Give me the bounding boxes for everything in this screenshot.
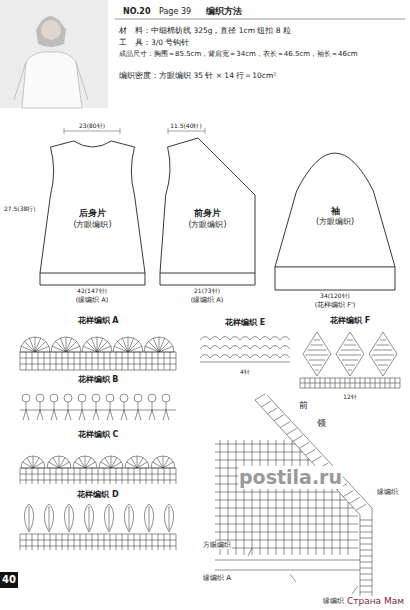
pattern-label: (缘编织 A) xyxy=(75,297,110,305)
pattern-label: 缘编织 A xyxy=(202,574,232,582)
garment-piece: 后身片(方眼编织) xyxy=(40,135,145,285)
pattern-label: 42(147针) xyxy=(76,287,108,294)
stitch-symbols xyxy=(200,362,290,363)
garment-piece: 袖(方眼编织) xyxy=(275,125,395,290)
stitch-symbols xyxy=(300,378,400,388)
pattern-label: 34(120针) xyxy=(319,292,351,299)
stitch-symbols xyxy=(124,504,133,532)
stitch-symbols xyxy=(36,394,44,420)
pattern-label: 21(73针) xyxy=(193,287,221,294)
stitch-symbols xyxy=(20,534,176,550)
pattern-label: 27.5(38行) xyxy=(3,205,37,212)
stitch-name: (方眼编织) xyxy=(315,217,355,227)
stitch-symbols xyxy=(47,456,71,468)
stitch-symbols xyxy=(162,394,170,420)
stitch-symbols xyxy=(125,456,149,468)
stitch-symbols xyxy=(200,346,290,350)
stitch-symbols xyxy=(24,504,33,532)
pattern-label: 花样编织 C xyxy=(77,430,120,440)
stitch-name: (方眼编织) xyxy=(187,220,227,230)
pattern-label: 11.5(40针) xyxy=(169,122,203,129)
header-text: NO.20 xyxy=(122,7,152,17)
pattern-label: 花样编织 A xyxy=(77,316,120,326)
pattern-label: 12针 xyxy=(342,393,358,400)
stitch-symbols xyxy=(22,394,30,420)
stitch-symbols xyxy=(200,337,290,341)
pattern-label: 缘编织 xyxy=(322,597,345,605)
stitch-symbols xyxy=(20,352,176,370)
header-text: 材 料：中细棉纺线 325g，直径 1cm 纽扣 8 粒 xyxy=(118,26,406,35)
stitch-symbols xyxy=(215,440,358,555)
stitch-symbols xyxy=(44,504,53,532)
stitch-symbols xyxy=(336,332,364,376)
stitch-symbols xyxy=(84,504,93,532)
watermark: postila.ru xyxy=(238,466,343,489)
stitch-symbols xyxy=(64,394,72,420)
pattern-label: 花样编织 D xyxy=(76,490,119,500)
pattern-label: 方眼编织 xyxy=(202,541,232,549)
stitch-symbols xyxy=(120,394,128,420)
pattern-label: 4针 xyxy=(239,368,251,375)
stitch-symbols xyxy=(148,394,156,420)
stitch-symbols xyxy=(21,456,45,468)
stitch-symbols xyxy=(20,337,50,352)
piece-name: 袖 xyxy=(330,206,341,217)
pattern-label: 前 xyxy=(298,400,309,411)
piece-name: 前身片 xyxy=(193,208,222,219)
pattern-label: 领 xyxy=(316,418,327,429)
garment-piece: 前身片(方眼编织) xyxy=(160,135,255,285)
stitch-symbols xyxy=(99,456,123,468)
stitch-symbols xyxy=(64,504,73,532)
watermark: 40 xyxy=(0,572,18,588)
stitch-symbols xyxy=(369,332,397,376)
header-text: 编织密度：方眼编织 35 针 × 14 行＝10cm² xyxy=(118,71,406,80)
header-text: 工 具：3/0 号钩针 xyxy=(118,38,406,47)
piece-name: 后身片 xyxy=(78,208,107,219)
header-text: 成品尺寸：胸围＝85.5cm，背肩宽＝34cm，衣长＝46.5cm，袖长＝46c… xyxy=(118,50,408,58)
pattern-label: 花样编织 E xyxy=(224,318,266,328)
stitch-symbols xyxy=(104,504,113,532)
stitch-symbols xyxy=(144,337,174,352)
stitch-symbols xyxy=(106,394,114,420)
stitch-symbols xyxy=(151,456,175,468)
stitch-symbols xyxy=(255,395,372,596)
stitch-name: (方眼编织) xyxy=(72,220,112,230)
stitch-symbols xyxy=(113,337,143,352)
pattern-label: 花样编织 B xyxy=(77,375,120,385)
stitch-symbols xyxy=(73,456,97,468)
header-text: 编织方法 xyxy=(205,6,243,17)
header-text: Page 39 xyxy=(158,7,192,17)
stitch-symbols xyxy=(200,355,290,359)
stitch-symbols xyxy=(144,504,153,532)
stitch-symbols xyxy=(51,337,81,352)
stitch-symbols xyxy=(82,337,112,352)
pattern-label: 缘编织 xyxy=(376,488,399,496)
stitch-charts xyxy=(20,332,400,596)
stitch-symbols xyxy=(215,548,360,594)
stitch-symbols xyxy=(20,410,176,411)
stitch-symbols xyxy=(78,394,86,420)
stitch-symbols xyxy=(303,332,331,376)
model-photo xyxy=(0,0,108,108)
stitch-symbols xyxy=(164,504,173,532)
stitch-symbols xyxy=(92,394,100,420)
stitch-symbols xyxy=(50,394,58,420)
pattern-label: 花样编织 F xyxy=(329,316,371,326)
pattern-label: 23(80针) xyxy=(78,122,106,129)
pattern-label: (缘编织 A) xyxy=(190,297,225,305)
stitch-symbols xyxy=(255,394,372,592)
watermark: Страна Мам xyxy=(346,596,405,607)
header-rule xyxy=(115,19,405,20)
pattern-label: (花样编织 F') xyxy=(314,302,357,310)
stitch-symbols xyxy=(134,394,142,420)
stitch-symbols xyxy=(20,468,176,484)
